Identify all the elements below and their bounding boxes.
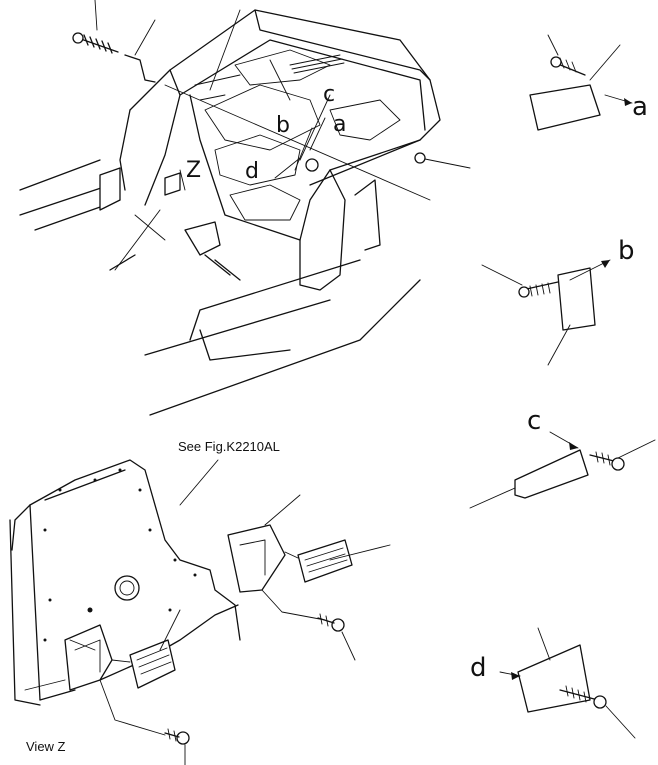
label-b-detail: b xyxy=(618,236,635,266)
detail-c xyxy=(469,431,656,509)
main-assembly xyxy=(19,0,471,416)
see-fig-note: See Fig.K2210AL xyxy=(178,439,280,454)
view-z-caption: View Z xyxy=(26,739,66,754)
label-z-main: Z xyxy=(186,158,202,183)
label-a-main: a xyxy=(333,112,347,137)
label-c-detail: c xyxy=(527,406,542,436)
label-a-detail: a xyxy=(632,92,648,122)
label-d-detail: d xyxy=(470,653,487,683)
detail-d xyxy=(499,627,636,739)
view-z xyxy=(9,459,391,765)
label-b-main: b xyxy=(276,113,290,138)
detail-b xyxy=(481,259,611,366)
detail-a xyxy=(529,34,633,131)
label-c-main: c xyxy=(323,82,336,107)
label-d-main: d xyxy=(245,159,259,184)
